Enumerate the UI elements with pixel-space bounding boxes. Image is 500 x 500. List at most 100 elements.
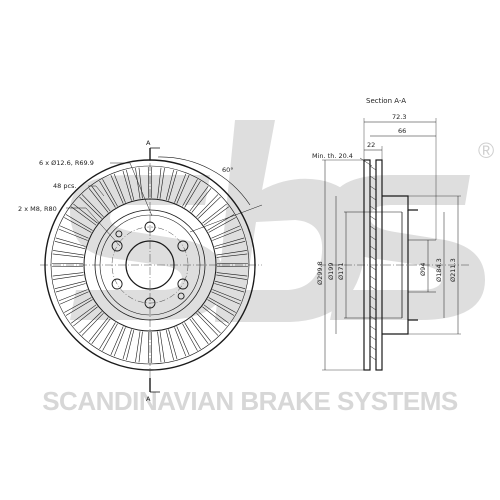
min-thickness-leader [359, 157, 373, 167]
section-vane-line [369, 185, 377, 191]
threaded-hole [115, 230, 123, 238]
cooling-vane-line [73, 203, 98, 224]
section-vane-line [369, 285, 377, 291]
cooling-vane-line [189, 186, 209, 212]
cooling-vane-line [214, 280, 246, 289]
watermark-s1 [70, 175, 225, 320]
cooling-vane-line [126, 329, 135, 361]
cooling-vane-line [184, 322, 201, 350]
cooling-vane-line [157, 331, 162, 363]
cooling-vane-line [214, 237, 245, 247]
cooling-vane-line [216, 274, 247, 280]
hole-label-leader [110, 162, 153, 217]
wheel-bolt-hole [111, 240, 123, 252]
cooling-vane-line [110, 175, 124, 204]
cooling-vane-line [150, 331, 153, 363]
dim-299-8: Ø299.8 [316, 261, 324, 285]
cooling-vane-line [174, 173, 187, 203]
dim-171: Ø171 [337, 262, 345, 280]
cooling-vane-line [81, 313, 104, 336]
cooling-vane-line [196, 194, 219, 217]
cooling-vane-line [198, 196, 221, 219]
cooling-vane-line [216, 250, 247, 256]
section-vane-line [369, 215, 377, 221]
cooling-vane-line [113, 173, 126, 203]
cooling-vane-line [52, 265, 84, 268]
cooling-vane-line [147, 167, 150, 199]
cooling-vane-line [216, 265, 248, 268]
vent-label-leader [88, 185, 105, 197]
cooling-vane-line [159, 331, 165, 362]
cooling-vane-line [168, 170, 178, 201]
cooling-vane-line [55, 237, 86, 247]
cooling-vane-line [55, 283, 86, 293]
cooling-vane-line [216, 253, 248, 258]
section-view [318, 118, 470, 371]
hat-profile-top [382, 195, 418, 211]
section-vane-line [369, 335, 377, 341]
thread-label-leader [66, 207, 121, 247]
cooling-vane-line [216, 262, 248, 265]
cooling-vane-line [65, 214, 93, 231]
cooling-vane-line [135, 168, 141, 199]
cooling-vane-line [176, 326, 190, 355]
cooling-vane-line [122, 170, 132, 201]
cooling-vane-line [184, 180, 201, 208]
cooling-vane-line [52, 253, 84, 258]
hole-label: 6 x Ø12.6, R69.9 [39, 159, 94, 167]
cooling-vane-line [174, 327, 187, 357]
thread-label: 2 x M8, R80 [18, 205, 57, 213]
cooling-vane-line [196, 313, 219, 336]
min-thickness-label: Min. th. 20.4 [312, 152, 353, 160]
cooling-vane-line [71, 304, 97, 324]
cooling-vane-line [58, 289, 88, 302]
cooling-vane-line [122, 329, 132, 360]
cooling-vane-line [91, 318, 111, 344]
cooling-vane-line [52, 262, 84, 265]
section-vane-line [369, 195, 377, 201]
cooling-vane-line [138, 331, 143, 363]
watermark-b [215, 120, 366, 322]
threaded-hole [177, 292, 185, 300]
cooling-vane-line [71, 206, 97, 226]
dim-72-3: 72.3 [392, 113, 406, 121]
cooling-vane-line [211, 291, 240, 305]
section-vane-line [369, 325, 377, 331]
angle-dimension-arc [157, 156, 251, 206]
cooling-vane-line [208, 217, 236, 233]
cooling-vane-line [191, 188, 212, 213]
dim-94: Ø94 [419, 263, 427, 276]
cooling-vane-line [99, 322, 116, 350]
cooling-vane-line [79, 311, 102, 334]
cooling-vane-line [214, 283, 245, 293]
cooling-vane-line [88, 317, 109, 342]
section-vane-line [369, 165, 377, 171]
angle-label: 60° [222, 166, 234, 174]
section-vane-line [369, 265, 377, 271]
cooling-vane-line [214, 241, 246, 250]
cooling-vane-line [53, 274, 84, 280]
section-marker-bottom: A [146, 395, 151, 403]
cooling-vane-line [182, 323, 198, 351]
cooling-vane-line [64, 297, 92, 313]
section-vane-line [369, 175, 377, 181]
cooling-vane-line [81, 194, 104, 217]
cooling-vane-line [52, 272, 84, 277]
cooling-vane-line [165, 169, 174, 201]
cooling-vane-line [207, 299, 235, 316]
section-title: Section A-A [366, 97, 406, 105]
section-vane-line [369, 205, 377, 211]
cooling-vane-line [208, 297, 236, 313]
section-marker-top: A [146, 139, 151, 147]
cooling-vane-line [79, 196, 102, 219]
cooling-vane-line [182, 179, 198, 207]
dim-66: 66 [398, 127, 406, 135]
dim-199: Ø199 [327, 262, 335, 280]
cooling-vane-line [102, 179, 118, 207]
cooling-vane-line [157, 167, 162, 199]
wheel-bolt-hole [177, 278, 189, 290]
vent-label: 48 pcs. [53, 182, 77, 190]
cooling-vane-line [189, 318, 209, 344]
cooling-vane-line [54, 280, 86, 289]
